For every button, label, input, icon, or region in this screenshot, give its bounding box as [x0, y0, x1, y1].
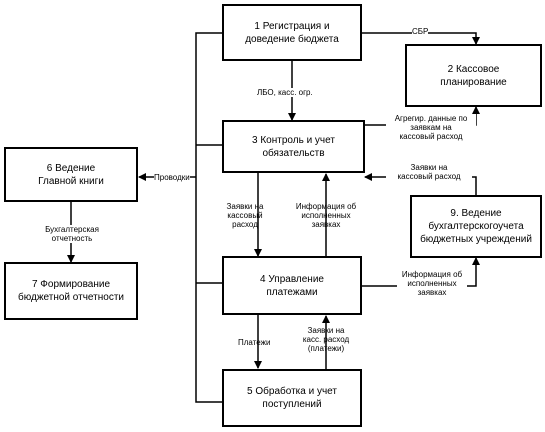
box-4-text: 4 Управление платежами	[260, 273, 324, 298]
sbr-arrow	[362, 32, 480, 45]
box-9-text: 9. Ведение бухгалтерскогоучета бюджетных…	[420, 208, 532, 245]
box-6-general-ledger: 6 Ведение Главной книги	[4, 147, 138, 202]
box-6-text: 6 Ведение Главной книги	[38, 162, 104, 187]
label-agreg: Агрегир. данные по заявкам на кассовый р…	[386, 114, 476, 141]
box-7-text: 7 Формирование бюджетной отчетности	[18, 279, 124, 303]
label-sbr: СБР	[412, 27, 429, 36]
box-2-cash-planning: 2 Кассовое планирование	[405, 44, 542, 107]
label-zayavki-platezhi: Заявки на касс. расход (платежи)	[302, 326, 350, 353]
box-1-budget-registration: 1 Регистрация и доведение бюджета	[222, 4, 362, 61]
box-7-budget-reporting: 7 Формирование бюджетной отчетности	[4, 262, 138, 320]
box-5-receipts-processing: 5 Обработка и учет поступлений	[222, 369, 362, 427]
label-zayavki-kr-3: Заявки на кассовый расход	[226, 202, 264, 229]
label-provodki: Проводки	[154, 173, 190, 182]
label-info-isp-3: Информация об исполненных заявках	[295, 202, 357, 229]
box-9-institution-accounting: 9. Ведение бухгалтерскогоучета бюджетных…	[410, 195, 542, 258]
label-platezhi: Платежи	[238, 338, 271, 347]
left-bus-line	[195, 32, 222, 403]
label-buh-otch: Бухгалтерская отчетность	[30, 225, 114, 243]
label-lbo: ЛБО, касс. огр.	[257, 88, 313, 97]
box-5-text: 5 Обработка и учет поступлений	[247, 386, 337, 410]
box-3-text: 3 Контроль и учет обязательств	[252, 134, 335, 159]
label-zayavki-kr-9: Заявки на кассовый расход	[386, 163, 472, 181]
box-3-obligations-control: 3 Контроль и учет обязательств	[222, 120, 365, 173]
label-info-isp-9: Информация об исполненных заявках	[397, 270, 467, 297]
box-4-payments-management: 4 Управление платежами	[222, 256, 362, 315]
box-1-text: 1 Регистрация и доведение бюджета	[245, 20, 339, 45]
box-2-text: 2 Кассовое планирование	[440, 63, 507, 88]
